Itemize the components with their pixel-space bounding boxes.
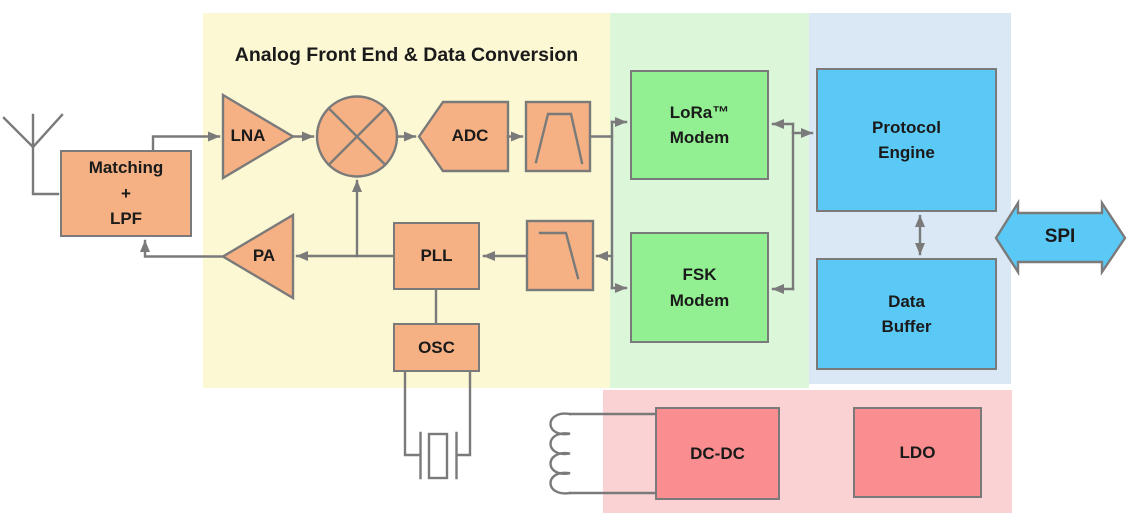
block-osc — [393, 323, 480, 372]
lna-amplifier-icon — [221, 92, 296, 181]
lowpass-filter-icon — [525, 219, 595, 292]
block-ldo — [853, 407, 982, 498]
spi-bus-arrow — [994, 198, 1127, 277]
block-dcdc — [655, 407, 780, 500]
region-title: Analog Front End & Data Conversion — [234, 44, 579, 66]
block-matching-lpf — [60, 150, 192, 237]
block-data-buffer — [816, 258, 997, 370]
block-lora-modem — [630, 70, 769, 180]
bandpass-filter-icon — [524, 100, 592, 173]
block-protocol-engine — [816, 68, 997, 212]
antenna-icon — [2, 113, 64, 196]
mixer-icon — [315, 95, 399, 178]
pa-amplifier-icon — [220, 212, 295, 301]
crystal-icon — [403, 370, 472, 480]
block-fsk-modem — [630, 232, 769, 343]
wire-pa-to-matching — [140, 239, 225, 258]
adc-block — [417, 100, 510, 173]
wire-matching-to-lna — [151, 131, 221, 152]
inductor-icon — [549, 412, 657, 495]
